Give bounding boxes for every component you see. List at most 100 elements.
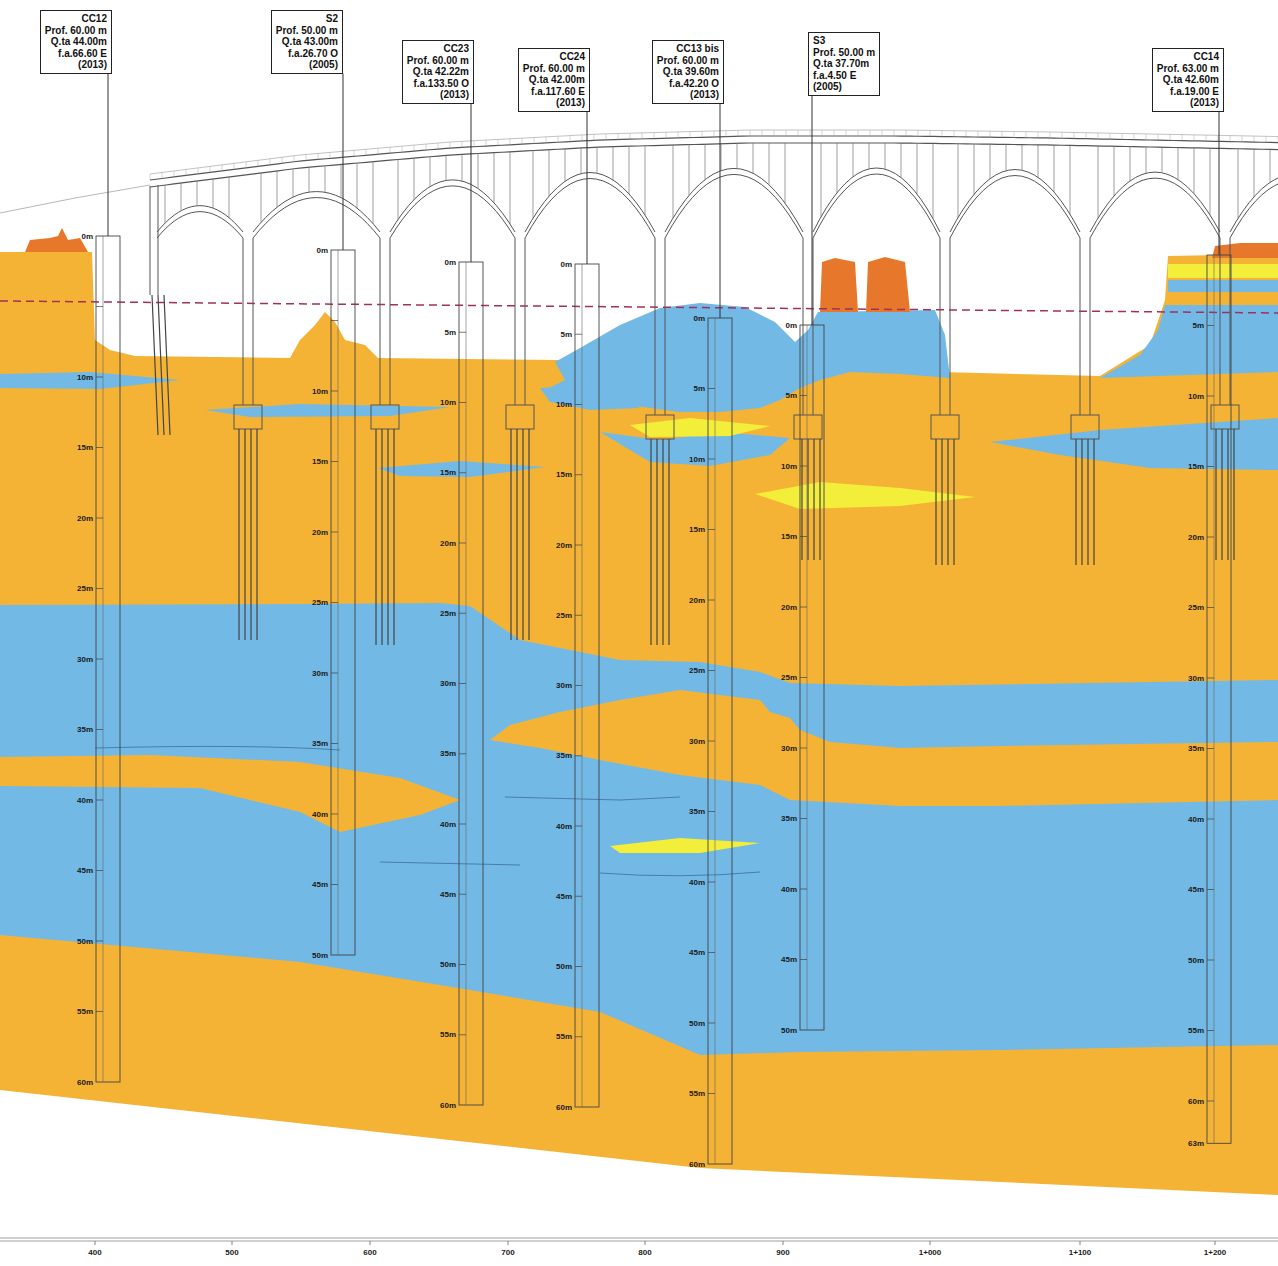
depth-label: 15m — [77, 443, 93, 452]
chainage-label: 1+000 — [919, 1248, 941, 1257]
leader-line — [812, 96, 813, 326]
pier — [371, 238, 399, 645]
viaduct — [0, 130, 1278, 645]
borehole-id: CC12 — [45, 13, 107, 25]
piles — [376, 429, 394, 645]
axis-line — [0, 1238, 1278, 1241]
depth-label: 30m — [689, 737, 705, 746]
borehole-info: Q.ta 39.60m — [657, 66, 719, 78]
column-strip — [1214, 255, 1215, 1143]
depth-label: 15m — [1188, 462, 1204, 471]
deck-bottom — [150, 143, 1278, 187]
spandrel-posts — [1098, 146, 1210, 218]
depth-label: 10m — [312, 387, 328, 396]
clay-lens — [600, 432, 790, 466]
fill-deposit — [25, 228, 88, 252]
borehole-id: S2 — [276, 13, 338, 25]
borehole-info: f.a.133.50 O — [407, 78, 469, 90]
depth-label: 20m — [1188, 533, 1204, 542]
depth-label: 10m — [440, 398, 456, 407]
clay-silt-layer — [0, 603, 1278, 1055]
depth-label: 25m — [556, 611, 572, 620]
depth-label: 30m — [1188, 674, 1204, 683]
depth-label: 60m — [1188, 1097, 1204, 1106]
spandrel-posts — [398, 152, 510, 224]
borehole-info: Prof. 63.00 m — [1157, 63, 1219, 75]
borehole-log — [96, 236, 120, 1082]
depth-label: 40m — [77, 796, 93, 805]
depth-label: 20m — [77, 514, 93, 523]
borehole-column — [96, 236, 120, 1082]
depth-label: 50m — [781, 1026, 797, 1035]
depth-label: 20m — [781, 603, 797, 612]
depth-label: 35m — [689, 807, 705, 816]
pier-shaft — [1220, 238, 1230, 405]
depth-ticks — [331, 321, 338, 885]
depth-label: 25m — [440, 609, 456, 618]
abutment-piles — [152, 295, 170, 435]
borehole-column — [708, 318, 732, 1164]
borehole-info: Prof. 50.00 m — [813, 47, 875, 59]
spandrel-posts — [958, 144, 1070, 218]
borehole-info: Q.ta 37.70m — [813, 58, 875, 70]
spandrel-posts — [165, 177, 229, 223]
depth-label: 60m — [440, 1101, 456, 1110]
borehole-info: Q.ta 42.00m — [523, 74, 585, 86]
depth-label: 50m — [440, 960, 456, 969]
borehole-log — [331, 250, 355, 955]
chainage-label: 1+200 — [1204, 1248, 1226, 1257]
depth-label: 50m — [1188, 956, 1204, 965]
borehole-info: Prof. 60.00 m — [523, 63, 585, 75]
borehole-info: f.a.19.00 E — [1157, 86, 1219, 98]
boreholes — [96, 236, 1231, 1164]
pier-shaft — [655, 238, 665, 415]
borehole-info: f.a.4.50 E — [813, 70, 875, 82]
depth-label: 40m — [781, 885, 797, 894]
depth-label: 55m — [1188, 1026, 1204, 1035]
depth-label: 45m — [312, 880, 328, 889]
depth-label: 0m — [316, 246, 328, 255]
borehole-info: Q.ta 42.22m — [407, 66, 469, 78]
depth-label: 60m — [556, 1103, 572, 1112]
arch-extrados — [813, 168, 940, 232]
depth-label: 55m — [77, 1007, 93, 1016]
depth-label: 25m — [781, 673, 797, 682]
borehole-info: Q.ta 44.00m — [45, 36, 107, 48]
piles — [511, 429, 529, 640]
chainage-label: 700 — [501, 1248, 514, 1257]
pile-cap — [1211, 405, 1239, 429]
pile-cap — [234, 405, 262, 429]
chainage-label: 1+100 — [1069, 1248, 1091, 1257]
pier — [1071, 238, 1099, 565]
depth-label: 15m — [689, 525, 705, 534]
fill-block — [820, 258, 858, 312]
depth-label: 35m — [440, 749, 456, 758]
depth-label: 5m — [693, 384, 705, 393]
clay-lens — [0, 372, 180, 389]
depth-label: 40m — [440, 820, 456, 829]
depth-label: 35m — [781, 814, 797, 823]
arch-extrados — [665, 168, 803, 232]
arch-intrados — [390, 186, 515, 238]
arch-extrados — [253, 192, 380, 232]
bank-fill — [1212, 243, 1278, 258]
borehole-info: f.a.26.70 O — [276, 48, 338, 60]
depth-ticks — [708, 389, 715, 1094]
chainage-label: 800 — [638, 1248, 651, 1257]
pile-cap — [1071, 415, 1099, 439]
pier-shaft — [940, 238, 950, 415]
borehole-info: Prof. 50.00 m — [276, 25, 338, 37]
depth-label: 50m — [689, 1019, 705, 1028]
depth-label: 5m — [1192, 321, 1204, 330]
borehole-info: (2013) — [1157, 97, 1219, 109]
depth-label: 45m — [689, 948, 705, 957]
depth-label: 60m — [689, 1160, 705, 1169]
borehole-header: CC23Prof. 60.00 mQ.ta 42.22mf.a.133.50 O… — [402, 40, 474, 104]
depth-label: 0m — [560, 260, 572, 269]
borehole-id: S3 — [813, 35, 875, 47]
clay-lens — [205, 404, 450, 417]
depth-label: 25m — [77, 584, 93, 593]
arch-extrados — [390, 180, 515, 232]
bank-clay — [1100, 305, 1278, 378]
